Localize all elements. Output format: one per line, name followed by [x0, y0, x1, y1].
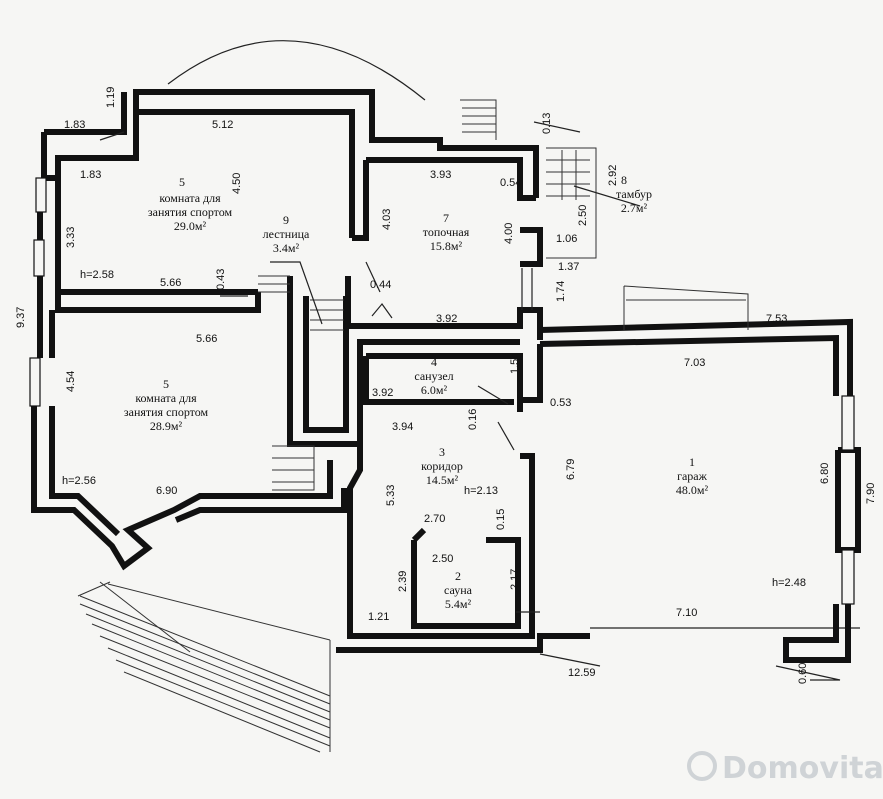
door-opening: [521, 268, 533, 310]
dim-7-10: 7.10: [676, 607, 697, 619]
dim-6-79: 6.79: [565, 459, 577, 480]
dim-4-50: 4.50: [231, 173, 243, 194]
room-6-id: 5: [179, 175, 185, 189]
window-left-mid: [33, 239, 45, 277]
dim-0-44: 0.44: [370, 279, 391, 291]
dim-12-59: 12.59: [568, 667, 596, 679]
dim-6-90: 6.90: [156, 485, 177, 497]
dim-0-16: 0.16: [467, 409, 479, 430]
dimension-lines: [99, 121, 841, 681]
room-labels: 5 комната для занятия спортом 29.0м² h=2…: [62, 173, 806, 611]
room-8-name: тамбур: [616, 187, 652, 201]
dim-1-21: 1.21: [368, 611, 389, 623]
stairs-top-porch: [460, 99, 497, 140]
dim-1-74: 1.74: [555, 281, 567, 302]
room-5-name-2: занятия спортом: [124, 405, 209, 419]
room-2-id: 2: [455, 569, 461, 583]
dim-6-80: 6.80: [819, 463, 831, 484]
dim-1-06: 1.06: [556, 233, 577, 245]
stairs-garage-top: [623, 285, 749, 330]
stairs-front-ramp: [77, 581, 331, 753]
window-left-low: [29, 357, 41, 407]
room-5-area: 28.9м²: [150, 419, 183, 433]
dim-5-12: 5.12: [212, 119, 233, 131]
walls-garage: [520, 318, 861, 663]
dim-1-83: 1.83: [80, 169, 101, 181]
dim-0-53: 0.53: [550, 397, 571, 409]
dim-5-33: 5.33: [385, 485, 397, 506]
watermark-text: Domovita: [722, 751, 883, 786]
room-7-id: 7: [443, 211, 449, 225]
room-9-id: 9: [283, 213, 289, 227]
dim-7-53: 7.53: [766, 313, 787, 325]
room-4-area: 6.0м²: [421, 383, 448, 397]
dim-9-37: 9.37: [15, 307, 27, 328]
room-7-name: топочная: [423, 225, 470, 239]
room-2-name: сауна: [444, 583, 473, 597]
room-3-id: 3: [439, 445, 445, 459]
room-8-area: 2.7м²: [621, 201, 648, 215]
dim-1-19: 1.19: [105, 87, 117, 108]
watermark: Domovita: [687, 751, 883, 786]
room-4-id: 4: [431, 355, 437, 369]
dim-4-00: 4.00: [503, 223, 515, 244]
dim-0-60: 0.60: [797, 663, 809, 684]
room-7-area: 15.8м²: [430, 239, 463, 253]
dim-5-66: 5.66: [196, 333, 217, 345]
dim-2-39: 2.39: [397, 571, 409, 592]
dim-3-33: 3.33: [65, 227, 77, 248]
window-garage-right: [841, 395, 855, 451]
room-2-area: 5.4м²: [445, 597, 472, 611]
dim-2-50-sauna: 2.50: [432, 553, 453, 565]
room-6-height: h=2.58: [80, 269, 114, 281]
room-1-area: 48.0м²: [676, 483, 709, 497]
room-1-height: h=2.48: [772, 577, 806, 589]
dim-0-13: 0.13: [541, 113, 553, 134]
walls-center: [287, 157, 590, 653]
dim-3-92: 3.92: [372, 387, 393, 399]
dim-1-54: 1.54: [509, 353, 521, 374]
room-3-height: h=2.13: [464, 485, 498, 497]
dim-2-17: 2.17: [509, 569, 521, 590]
dim-5-66-top: 5.66: [160, 277, 181, 289]
dim-2-70: 2.70: [424, 513, 445, 525]
room-1-name: гараж: [677, 469, 708, 483]
terrace-arc: [167, 40, 426, 101]
dim-3-94: 3.94: [392, 421, 413, 433]
dim-3-92-top: 3.92: [436, 313, 457, 325]
stairs-inner: [258, 275, 344, 491]
dim-4-03: 4.03: [381, 209, 393, 230]
room-9-name: лестница: [263, 227, 310, 241]
dim-2-92: 2.92: [607, 165, 619, 186]
watermark-logo-icon: [687, 751, 717, 781]
dim-3-93: 3.93: [430, 169, 451, 181]
dim-7-03: 7.03: [684, 357, 705, 369]
dim-1-37: 1.37: [558, 261, 579, 273]
window-garage-right-low: [841, 549, 855, 605]
dim-2-50: 2.50: [577, 205, 589, 226]
room-6-name-2: занятия спортом: [148, 205, 233, 219]
room-1-id: 1: [689, 455, 695, 469]
room-4-name: санузел: [414, 369, 453, 383]
room-8-id: 8: [621, 173, 627, 187]
dim-0-54: 0.54: [500, 177, 521, 189]
dim-4-54: 4.54: [65, 371, 77, 392]
dim-7-90: 7.90: [865, 483, 877, 504]
dim-1-83-top: 1.83: [64, 119, 85, 131]
window-left-top: [35, 177, 47, 213]
dim-0-43: 0.43: [215, 269, 227, 290]
room-5-id: 5: [163, 377, 169, 391]
stairs-entrance: [546, 147, 597, 259]
dimension-labels: 1.19 1.83 5.12 1.83 4.50 3.33 5.66 0.43 …: [15, 87, 877, 684]
room-6-name-1: комната для: [159, 191, 221, 205]
room-3-area: 14.5м²: [426, 473, 459, 487]
room-5-height: h=2.56: [62, 475, 96, 487]
room-9-area: 3.4м²: [273, 241, 300, 255]
room-5-name-1: комната для: [135, 391, 197, 405]
room-3-name: коридор: [421, 459, 463, 473]
dim-0-15: 0.15: [495, 509, 507, 530]
room-6-area: 29.0м²: [174, 219, 207, 233]
